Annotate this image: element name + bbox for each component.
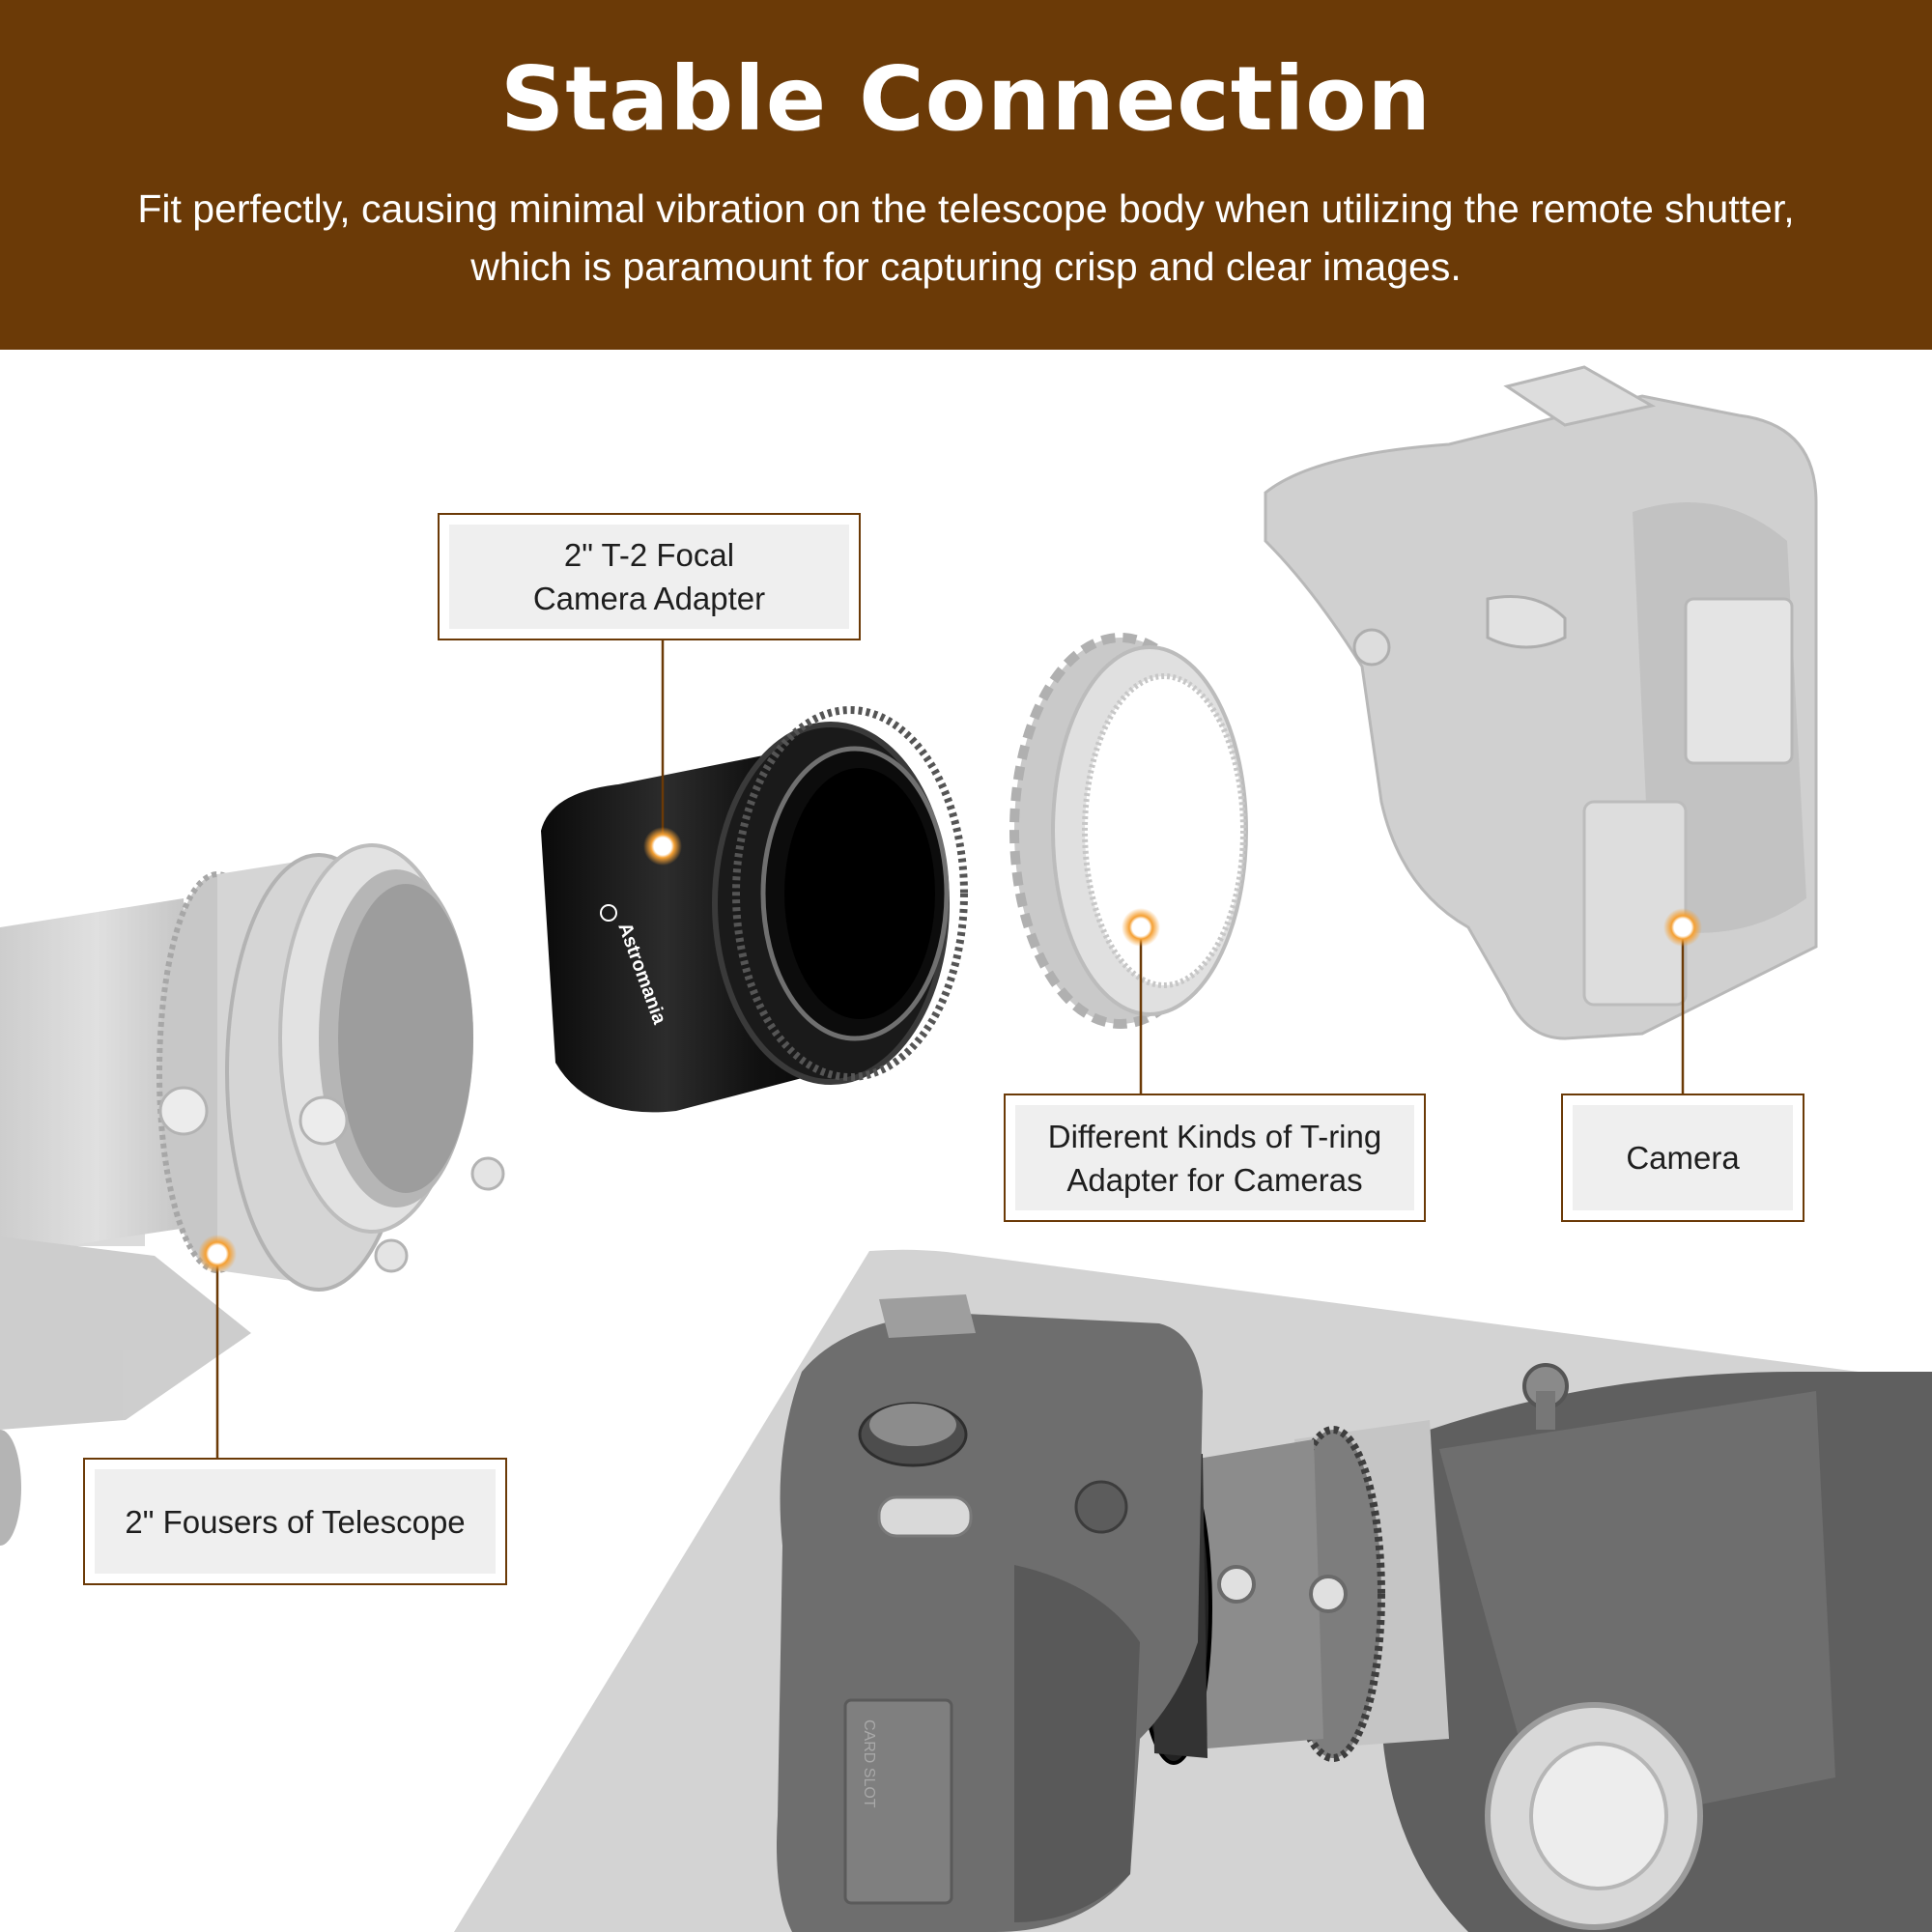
page-title: Stable Connection	[500, 47, 1432, 151]
label-t2-focal-camera-adapter: 2" T-2 Focal Camera Adapter	[438, 513, 861, 640]
card-slot-text: CARD SLOT	[861, 1719, 877, 1808]
telescope-focuser-image	[0, 843, 505, 1546]
camera-image	[1264, 365, 1818, 1040]
astromania-logo-icon	[600, 904, 617, 922]
hotspot-marker-icon[interactable]	[643, 827, 682, 866]
label-camera-text: Camera	[1573, 1105, 1793, 1210]
page-subtitle: Fit perfectly, causing minimal vibration…	[137, 186, 1795, 289]
hotspot-markers	[198, 827, 1702, 1273]
hotspot-marker-icon[interactable]	[1663, 908, 1702, 947]
label-t2-focal-camera-adapter-text: 2" T-2 Focal Camera Adapter	[449, 525, 849, 629]
label-telescope-focuser: 2" Fousers of Telescope	[83, 1458, 507, 1585]
header-banner: Stable Connection Fit perfectly, causing…	[0, 0, 1932, 350]
label-telescope-focuser-text: 2" Fousers of Telescope	[95, 1469, 496, 1574]
hotspot-marker-icon[interactable]	[1122, 908, 1160, 947]
label-t-ring-adapter: Different Kinds of T-ring Adapter for Ca…	[1004, 1094, 1426, 1222]
leader-lines	[215, 640, 1685, 1460]
t-ring-adapter-image	[1009, 633, 1248, 1029]
label-t-ring-adapter-text: Different Kinds of T-ring Adapter for Ca…	[1015, 1105, 1414, 1210]
label-camera: Camera	[1561, 1094, 1804, 1222]
t2-focal-camera-adapter-image: Astromania	[541, 706, 968, 1113]
assembled-setup-image: CARD SLOT	[777, 1294, 1932, 1932]
hotspot-marker-icon[interactable]	[198, 1235, 237, 1273]
